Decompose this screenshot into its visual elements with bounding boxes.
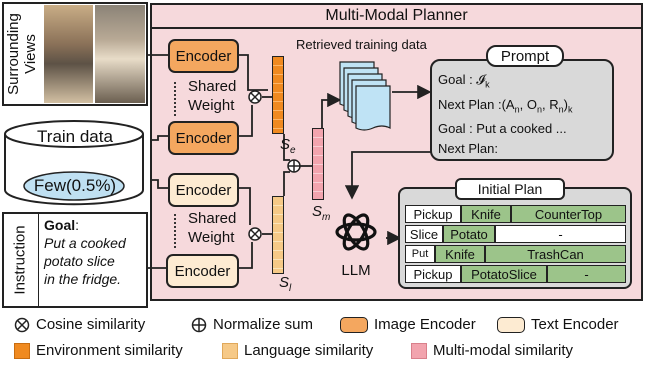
env-sim-swatch: [14, 342, 30, 359]
plan-cell: Pickup: [405, 205, 461, 223]
legend-normalize: Normalize sum: [191, 316, 313, 333]
surrounding-view-image-2: [95, 5, 145, 103]
legend-image-encoder: Image Encoder: [340, 316, 476, 333]
goal-line-2: potato slice: [44, 253, 115, 269]
text-encoder-bottom: Encoder: [166, 254, 239, 288]
plan-cell: CounterTop: [511, 205, 626, 223]
legend-text-encoder: Text Encoder: [497, 316, 619, 333]
image-encoder-top: Encoder: [168, 39, 239, 73]
instruction-panel: [2, 212, 148, 308]
instruction-label-wrap: Instruction: [2, 212, 39, 308]
plan-cell: PotatoSlice: [461, 265, 547, 283]
mm-similarity-vector: [312, 128, 324, 200]
prompt-text: Goal : 𝓘k Next Plan :(An, On, Rn)k Goal …: [438, 72, 573, 157]
few-data-label: Few(0.5%): [33, 176, 117, 195]
lang-similarity-vector: [272, 196, 284, 274]
instruction-goal: Goal: Put a cooked potato slice in the f…: [44, 216, 148, 288]
train-data-label: Train data: [37, 127, 113, 146]
text-encoder-top: Encoder: [168, 173, 239, 207]
surrounding-views-panel: [2, 2, 148, 106]
s-l-label: Sl: [279, 274, 292, 294]
plan-cell: -: [495, 225, 626, 243]
shared-weight-bottom: Shared Weight: [188, 210, 237, 246]
plan-cell: TrashCan: [485, 245, 626, 263]
plan-cell: -: [547, 265, 626, 283]
cosine-symbols: [248, 90, 262, 241]
legend-cosine: Cosine similarity: [14, 316, 145, 333]
surrounding-view-image-1: [44, 5, 93, 103]
image-encoder-bottom: Encoder: [168, 121, 239, 155]
mm-sim-swatch: [411, 342, 427, 359]
plan-cell: Knife: [461, 205, 511, 223]
planner-title: Multi-Modal Planner: [325, 7, 468, 24]
planner-title-bar: [150, 3, 643, 29]
prompt-title-tab: Prompt: [486, 45, 564, 67]
lang-sim-swatch: [222, 342, 238, 359]
env-similarity-vector: [272, 56, 284, 134]
goal-heading: Goal: [44, 217, 76, 233]
plan-cell: Slice: [405, 225, 443, 243]
s-e-label: Se: [280, 136, 296, 156]
goal-line-3: in the fridge.: [44, 271, 122, 287]
image-encoder-swatch: [340, 316, 368, 333]
initial-plan-title: Initial Plan: [455, 178, 565, 200]
llm-icon: [335, 213, 377, 251]
s-m-label: Sm: [312, 203, 331, 223]
llm-label: LLM: [341, 262, 371, 279]
plan-cell: Put: [405, 245, 435, 263]
plan-cell: Pickup: [405, 265, 461, 283]
legend-env-sim: Environment similarity: [14, 342, 183, 359]
plan-cell: Knife: [435, 245, 485, 263]
legend-lang-sim: Language similarity: [222, 342, 373, 359]
train-data-cylinder: [4, 120, 144, 206]
legend-mm-sim: Multi-modal similarity: [411, 342, 573, 359]
plus-circle-icon: [191, 317, 207, 332]
plan-cell: Potato: [443, 225, 495, 243]
text-encoder-swatch: [497, 316, 525, 333]
cosine-icon: [14, 317, 30, 332]
retrieved-docs-stack: [339, 61, 391, 131]
shared-weight-top: Shared Weight: [188, 78, 237, 114]
retrieved-label: Retrieved training data: [296, 37, 427, 52]
goal-line-1: Put a cooked: [44, 235, 126, 251]
